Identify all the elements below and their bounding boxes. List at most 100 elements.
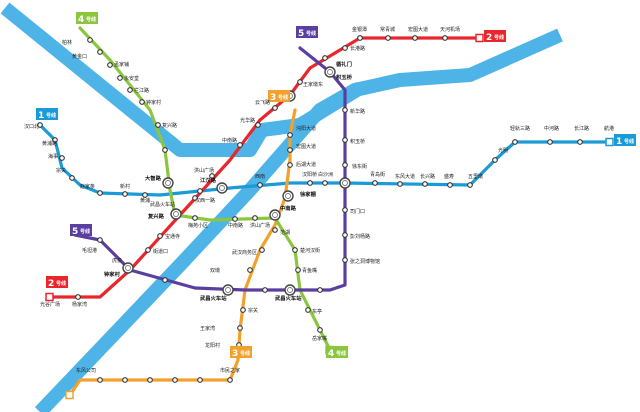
transfer-station[interactable] (162, 177, 174, 189)
station[interactable] (52, 137, 58, 143)
station[interactable] (139, 99, 145, 105)
station[interactable] (342, 257, 348, 263)
station[interactable] (412, 35, 418, 41)
station[interactable] (197, 188, 203, 194)
station[interactable] (577, 139, 583, 145)
station[interactable] (287, 147, 293, 153)
station[interactable] (162, 277, 168, 283)
station[interactable] (97, 377, 103, 383)
station-label: 汉西一路 (195, 197, 215, 204)
station[interactable] (272, 227, 278, 233)
station[interactable] (155, 122, 161, 128)
station[interactable] (145, 247, 151, 253)
station[interactable] (397, 181, 403, 187)
station[interactable] (372, 180, 378, 186)
line-3-badge-south: 3 号线 (230, 346, 252, 359)
station[interactable] (117, 75, 123, 81)
station[interactable] (162, 147, 168, 153)
station[interactable] (385, 35, 391, 41)
station[interactable] (259, 247, 265, 253)
station-label: 后湖大道 (296, 161, 316, 168)
station-label: 青岛街 (370, 171, 385, 178)
station-label: 海事 (48, 153, 58, 160)
station[interactable] (107, 62, 113, 68)
station[interactable] (547, 139, 553, 145)
station[interactable] (97, 49, 103, 55)
station[interactable] (142, 192, 148, 198)
transfer-station[interactable] (282, 190, 294, 202)
station[interactable] (240, 307, 246, 313)
terminal-line2-west[interactable] (45, 292, 54, 302)
station[interactable] (262, 287, 268, 293)
station[interactable] (342, 207, 348, 213)
station[interactable] (307, 180, 313, 186)
station[interactable] (69, 175, 75, 181)
station[interactable] (322, 180, 328, 186)
station[interactable] (342, 137, 348, 143)
transfer-station[interactable] (284, 284, 296, 296)
station[interactable] (255, 122, 261, 128)
station[interactable] (157, 233, 163, 239)
transfer-station[interactable] (324, 66, 336, 78)
station[interactable] (317, 327, 323, 333)
station[interactable] (37, 122, 43, 128)
station[interactable] (342, 232, 348, 238)
station[interactable] (127, 87, 133, 93)
transfer-station[interactable] (122, 262, 134, 274)
station[interactable] (122, 191, 128, 197)
station[interactable] (322, 55, 328, 61)
svg-text:号线: 号线 (86, 16, 96, 23)
terminal-line2-east[interactable] (475, 33, 484, 43)
terminal-line3-south[interactable] (65, 390, 74, 400)
svg-text:号线: 号线 (56, 280, 66, 287)
svg-text:2: 2 (48, 279, 54, 289)
station[interactable] (292, 247, 298, 253)
transfer-station[interactable] (269, 209, 281, 221)
station[interactable] (237, 142, 243, 148)
station[interactable] (272, 105, 278, 111)
station[interactable] (87, 37, 93, 43)
station[interactable] (247, 267, 253, 273)
station[interactable] (172, 377, 178, 383)
station-label: 沌阳大道 (296, 125, 316, 132)
terminal-line1-east[interactable] (605, 137, 614, 147)
station[interactable] (97, 237, 103, 243)
station[interactable] (342, 107, 348, 113)
station[interactable] (227, 377, 233, 383)
station[interactable] (297, 79, 303, 85)
transfer-station[interactable] (216, 182, 228, 194)
station[interactable] (192, 215, 198, 221)
station[interactable] (287, 162, 293, 168)
station-label: 龙阳村 (205, 342, 220, 349)
station[interactable] (192, 195, 198, 201)
station[interactable] (467, 182, 473, 188)
station[interactable] (97, 190, 103, 196)
station[interactable] (122, 377, 128, 383)
station[interactable] (197, 377, 203, 383)
station[interactable] (317, 287, 323, 293)
station[interactable] (305, 307, 311, 313)
station[interactable] (59, 155, 65, 161)
station[interactable] (257, 182, 263, 188)
station[interactable] (447, 182, 453, 188)
station[interactable] (512, 139, 518, 145)
station[interactable] (342, 162, 348, 168)
station[interactable] (232, 216, 238, 222)
station[interactable] (295, 267, 301, 273)
station[interactable] (492, 157, 498, 163)
station[interactable] (342, 45, 348, 51)
station-label: 徐家棚 (299, 190, 317, 198)
station[interactable] (147, 377, 153, 383)
station[interactable] (75, 294, 81, 300)
svg-text:号线: 号线 (46, 112, 56, 119)
station[interactable] (287, 132, 293, 138)
station[interactable] (209, 173, 215, 179)
station[interactable] (442, 35, 448, 41)
transfer-station[interactable] (222, 284, 234, 296)
station[interactable] (357, 35, 363, 41)
station[interactable] (237, 325, 243, 331)
station[interactable] (252, 215, 258, 221)
transfer-station[interactable] (339, 177, 351, 189)
transfer-station[interactable] (170, 208, 182, 220)
station[interactable] (422, 181, 428, 187)
